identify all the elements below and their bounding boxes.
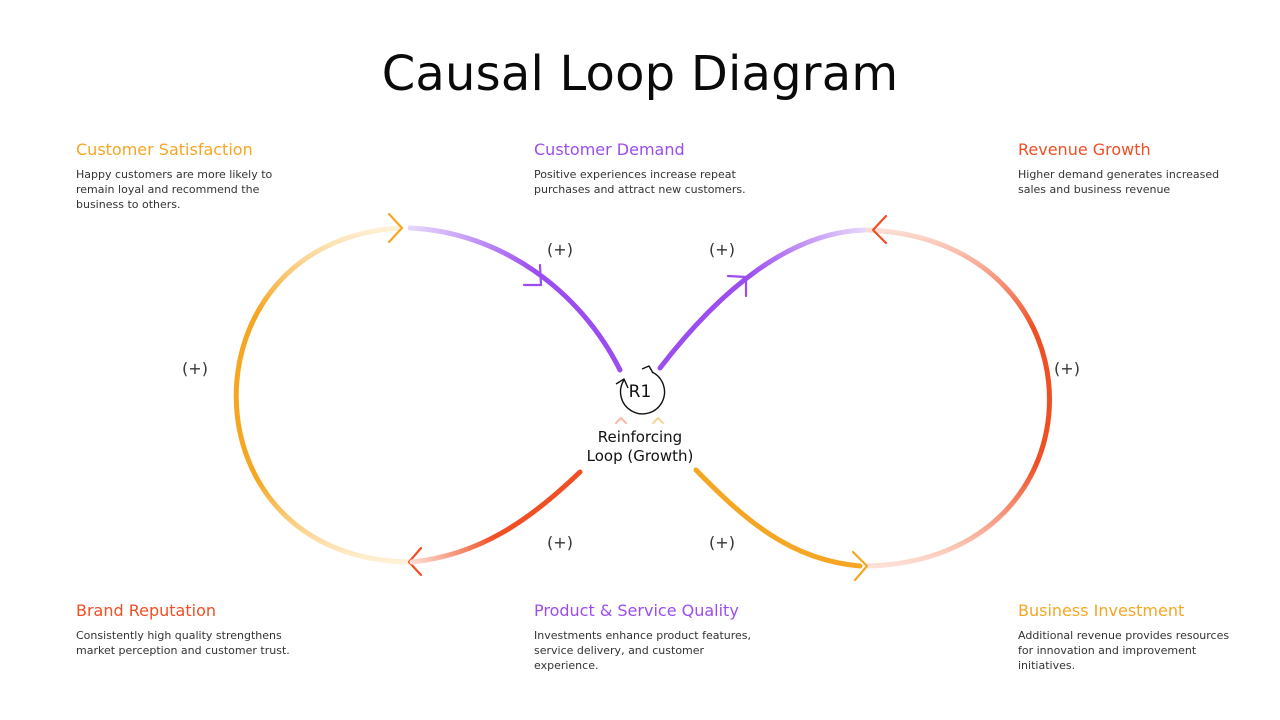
node-description: Higher demand generates increased sales … xyxy=(1018,168,1220,196)
loop-indicator: R1 xyxy=(615,365,666,415)
node-title: Revenue Growth xyxy=(1018,140,1151,159)
loop-arrowhead-icon xyxy=(641,365,654,374)
node-product-service-quality: Product & Service Quality Investments en… xyxy=(534,601,774,673)
loop-arrowhead-icon xyxy=(615,378,629,389)
polarity-left-loop: (+) xyxy=(182,359,208,378)
node-customer-demand: Customer Demand Positive experiences inc… xyxy=(534,140,774,197)
loop-arrow-icon xyxy=(619,371,666,415)
polarity-lower-right: (+) xyxy=(709,533,735,552)
arrowhead-right-icon xyxy=(851,550,869,582)
arrowhead-up-right-icon xyxy=(726,274,748,298)
node-title: Brand Reputation xyxy=(76,601,217,620)
node-title: Product & Service Quality xyxy=(534,601,739,620)
polarity-right-loop: (+) xyxy=(1054,359,1080,378)
left-loop-arc xyxy=(233,225,413,565)
arrowhead-left-icon xyxy=(407,546,423,577)
arrowhead-left-icon xyxy=(871,214,888,245)
arrowhead-down-right-icon xyxy=(522,263,543,287)
node-title: Customer Demand xyxy=(534,140,685,159)
polarity-upper-right: (+) xyxy=(709,240,735,259)
red-link-lower xyxy=(409,469,583,565)
page-title: Causal Loop Diagram xyxy=(381,46,899,102)
loop-label-line1: Reinforcing xyxy=(597,428,683,446)
polarity-lower-left: (+) xyxy=(547,533,573,552)
node-description: Consistently high quality strengthens ma… xyxy=(76,629,290,657)
purple-link-right xyxy=(657,227,868,371)
node-description: Investments enhance product features, se… xyxy=(534,629,752,672)
loop-label-line2: Loop (Growth) xyxy=(586,447,694,465)
faint-arrow-icon xyxy=(652,416,664,424)
polarity-upper-left: (+) xyxy=(547,240,573,259)
node-business-investment: Business Investment Additional revenue p… xyxy=(1018,601,1258,673)
node-description: Happy customers are more likely to remai… xyxy=(76,168,273,211)
purple-link-left xyxy=(407,225,623,373)
orange-link-lower xyxy=(693,467,863,569)
loop-label: Reinforcing Loop (Growth) xyxy=(560,428,720,466)
node-description: Additional revenue provides resources fo… xyxy=(1018,629,1230,672)
node-brand-reputation: Brand Reputation Consistently high quali… xyxy=(76,601,316,658)
arrowhead-right-icon xyxy=(387,212,404,244)
node-title: Business Investment xyxy=(1018,601,1185,620)
faint-arrow-icon xyxy=(615,416,627,424)
node-title: Customer Satisfaction xyxy=(76,140,253,159)
node-description: Positive experiences increase repeat pur… xyxy=(534,168,746,196)
right-loop-arc xyxy=(865,227,1052,569)
node-revenue-growth: Revenue Growth Higher demand generates i… xyxy=(1018,140,1258,197)
node-customer-satisfaction: Customer Satisfaction Happy customers ar… xyxy=(76,140,316,212)
loop-id: R1 xyxy=(629,382,652,402)
